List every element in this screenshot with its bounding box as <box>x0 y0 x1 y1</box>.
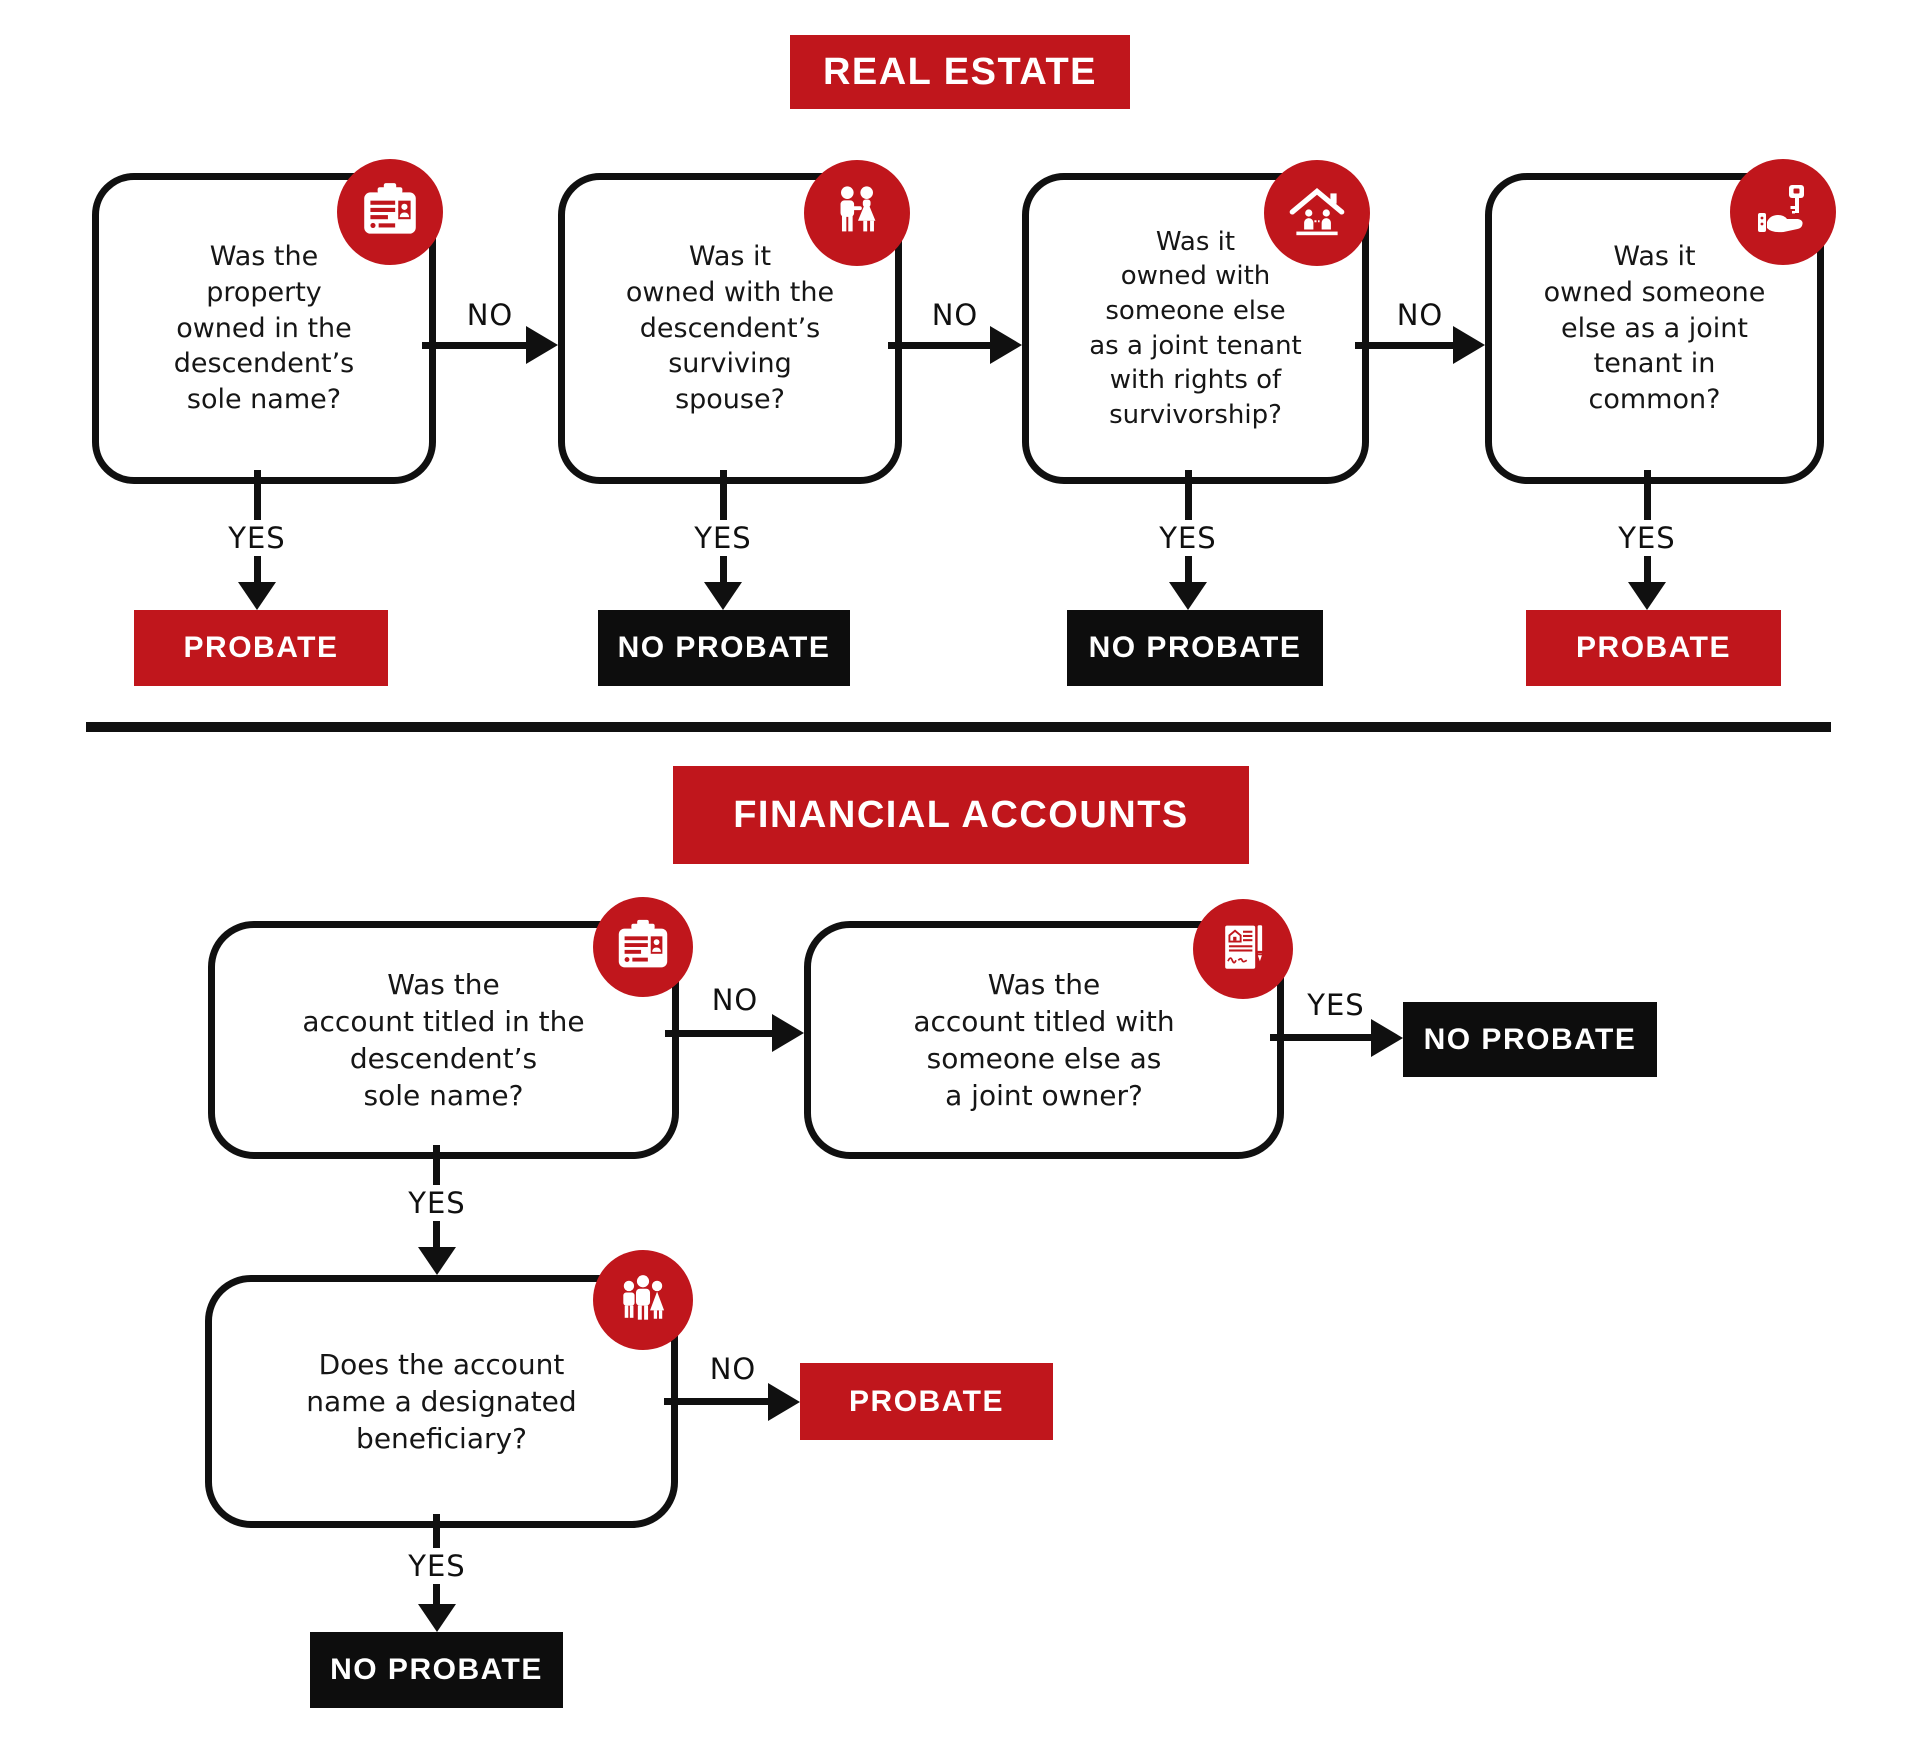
edge-label-no: NO <box>923 297 987 333</box>
arrow-head <box>772 1014 804 1052</box>
arrow-head <box>704 582 742 610</box>
arrow-head <box>418 1247 456 1275</box>
arrow-head <box>1169 582 1207 610</box>
fin-outcome-probate: PROBATE <box>800 1363 1053 1440</box>
beneficiaries-icon <box>623 1275 665 1320</box>
financial-accounts-banner: FINANCIAL ACCOUNTS <box>673 766 1249 864</box>
document-signature-icon <box>1225 924 1264 969</box>
house-joint-tenants-icon <box>1289 187 1345 236</box>
arrow-head <box>1371 1019 1403 1057</box>
arrow-line <box>665 1030 774 1037</box>
fin-outcome-no-probate-beneficiary: NO PROBATE <box>310 1632 563 1708</box>
id-card-icon <box>618 919 668 968</box>
fin-q1-badge <box>593 897 693 997</box>
arrow-head <box>238 582 276 610</box>
fin-q2-badge <box>1193 899 1293 999</box>
re-outcome-3-no-probate: NO PROBATE <box>1067 610 1323 686</box>
arrow-line <box>1355 342 1455 349</box>
real-estate-banner: REAL ESTATE <box>790 35 1130 109</box>
edge-label-yes: YES <box>400 1548 474 1584</box>
edge-label-no: NO <box>1388 297 1452 333</box>
arrow-head <box>1628 582 1666 610</box>
edge-label-yes: YES <box>1610 520 1684 556</box>
arrow-line <box>888 342 992 349</box>
edge-label-yes: YES <box>686 520 760 556</box>
arrow-head <box>1453 326 1485 364</box>
arrow-head <box>526 326 558 364</box>
re-outcome-2-no-probate: NO PROBATE <box>598 610 850 686</box>
fin-q3-badge <box>593 1250 693 1350</box>
re-q2-badge <box>804 160 910 266</box>
re-q1-badge <box>337 159 443 265</box>
edge-label-no: NO <box>458 297 522 333</box>
arrow-head <box>990 326 1022 364</box>
arrow-line <box>422 342 529 349</box>
couple-icon <box>840 186 876 232</box>
arrow-head <box>418 1604 456 1632</box>
edge-label-yes: YES <box>1151 520 1225 556</box>
fin-outcome-no-probate-joint: NO PROBATE <box>1403 1002 1657 1077</box>
id-card-icon <box>364 183 416 234</box>
section-divider <box>86 722 1831 732</box>
edge-label-yes: YES <box>400 1185 474 1221</box>
arrow-head <box>768 1383 800 1421</box>
arrow-line <box>664 1398 772 1405</box>
re-q3-badge <box>1264 160 1370 266</box>
hand-holding-key-icon <box>1758 185 1804 233</box>
edge-label-yes: YES <box>220 520 294 556</box>
edge-label-no: NO <box>703 982 767 1018</box>
edge-label-no: NO <box>701 1351 765 1387</box>
re-outcome-1-probate: PROBATE <box>134 610 388 686</box>
edge-label-yes: YES <box>1299 987 1373 1023</box>
re-outcome-4-probate: PROBATE <box>1526 610 1781 686</box>
re-q4-badge <box>1730 159 1836 265</box>
arrow-line <box>1270 1034 1373 1041</box>
